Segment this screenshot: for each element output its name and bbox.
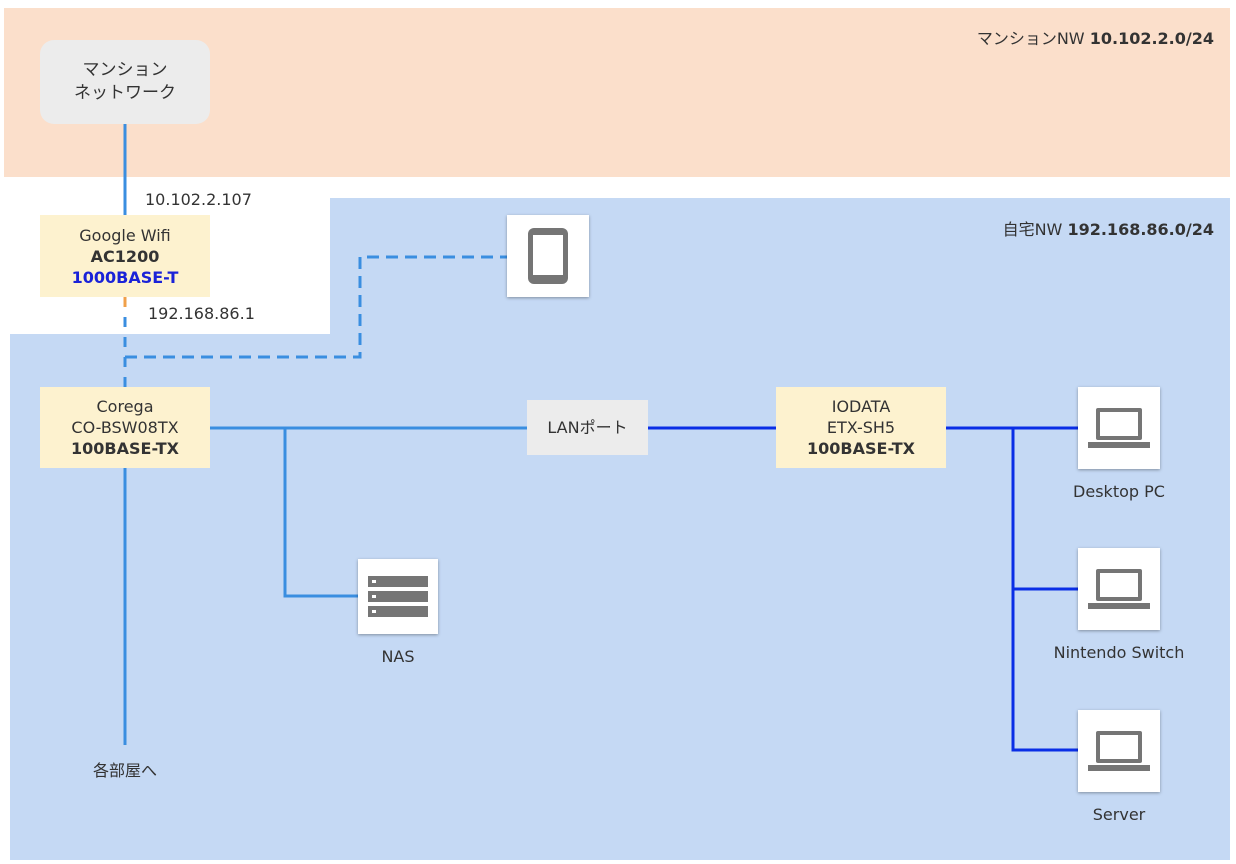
- nas-link: [283, 428, 358, 598]
- corega-speed: 100BASE-TX: [71, 439, 179, 458]
- mansion-network-node: マンション ネットワーク: [40, 40, 210, 124]
- google-wifi-speed: 1000BASE-T: [71, 267, 179, 287]
- nintendo-switch-card: [1078, 548, 1160, 630]
- wan-ip-label: 10.102.2.107: [145, 190, 252, 209]
- home-network-name: 自宅NW: [1002, 220, 1063, 239]
- mansion-network-name: マンションNW: [976, 29, 1085, 48]
- server-card: [1078, 710, 1160, 792]
- lan-port-node: LANポート: [527, 400, 648, 455]
- nas-card: [358, 559, 438, 634]
- iodata-model: ETX-SH5: [826, 418, 896, 437]
- cloud-line1: マンション: [82, 60, 168, 80]
- corega-name: Corega: [96, 397, 154, 416]
- smartphone-icon: [528, 228, 568, 284]
- lan-port-label: LANポート: [547, 418, 628, 437]
- rooms-label: 各部屋へ: [92, 761, 157, 780]
- corega-switch-node: Corega CO-BSW08TX 100BASE-TX: [40, 387, 210, 468]
- home-network-zone-upper: [330, 198, 1230, 338]
- home-network-subnet: 192.168.86.0/24: [1067, 220, 1214, 239]
- nas-label: NAS: [381, 647, 415, 666]
- laptop-icon: [1088, 408, 1150, 448]
- server-label: Server: [1092, 805, 1146, 824]
- desktop-pc-label: Desktop PC: [1073, 482, 1165, 501]
- mansion-network-subnet: 10.102.2.0/24: [1089, 29, 1214, 48]
- laptop-icon: [1088, 731, 1150, 771]
- desktop-pc-card: [1078, 387, 1160, 469]
- server-link: [1011, 428, 1078, 752]
- iodata-switch-node: IODATA ETX-SH5 100BASE-TX: [776, 387, 946, 468]
- wireless-link: [125, 255, 507, 359]
- corega-model: CO-BSW08TX: [71, 418, 179, 437]
- google-wifi-node: Google Wifi AC1200 1000BASE-T: [40, 215, 210, 297]
- google-wifi-model: AC1200: [90, 246, 160, 266]
- server-rack-icon: [368, 575, 428, 617]
- google-wifi-name: Google Wifi: [79, 225, 171, 245]
- cloud-line2: ネットワーク: [74, 83, 176, 103]
- home-network-label: 自宅NW 192.168.86.0/24: [1003, 216, 1214, 240]
- laptop-icon: [1088, 569, 1150, 609]
- lan-ip-label: 192.168.86.1: [148, 304, 255, 323]
- mansion-network-label: マンションNW 10.102.2.0/24: [977, 25, 1214, 49]
- iodata-speed: 100BASE-TX: [807, 439, 915, 458]
- iodata-name: IODATA: [831, 397, 891, 416]
- nintendo-switch-label: Nintendo Switch: [1053, 643, 1185, 662]
- smartphone-card: [507, 215, 589, 297]
